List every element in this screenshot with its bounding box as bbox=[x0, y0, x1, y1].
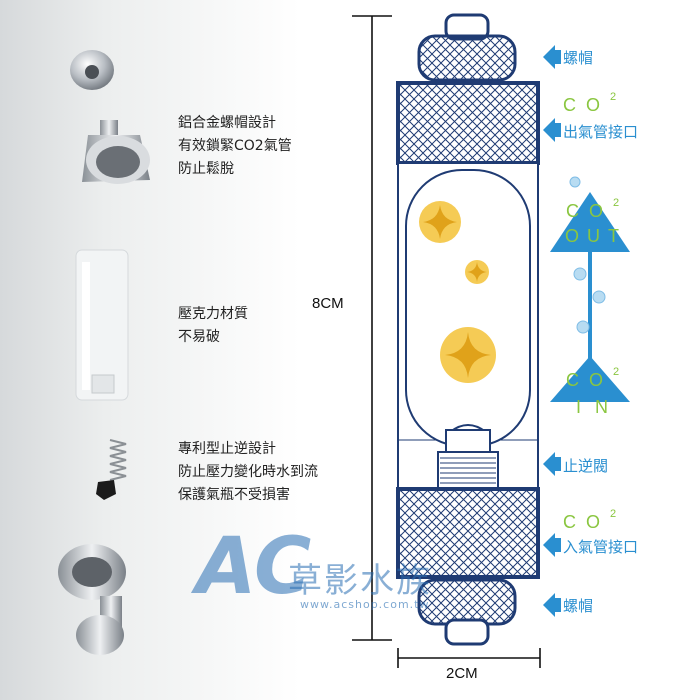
co2-text: CO bbox=[566, 370, 613, 390]
feature-body-text: 壓克力材質 不易破 bbox=[178, 303, 248, 349]
feature-valve-line: 專利型止逆設計 bbox=[178, 441, 276, 457]
diffuser-diagram bbox=[396, 13, 540, 646]
co2-flow-arrow bbox=[550, 176, 630, 402]
width-dimension-label: 2CM bbox=[446, 665, 478, 682]
watermark-logo: AC bbox=[196, 522, 312, 612]
feature-valve-line: 保護氣瓶不受損害 bbox=[178, 487, 290, 503]
feature-cap-line: 有效鎖緊CO2氣管 bbox=[178, 138, 292, 154]
feature-body-line: 不易破 bbox=[178, 329, 220, 345]
height-dimension-line bbox=[352, 15, 392, 641]
height-dimension-label: 8CM bbox=[312, 295, 344, 312]
label-check-valve: 止逆閥 bbox=[563, 457, 609, 475]
product-photo-background bbox=[0, 0, 300, 700]
watermark-url: www.acshop.com.tw bbox=[300, 598, 430, 611]
label-inlet: 入氣管接口 bbox=[563, 538, 639, 556]
inlet-co2-label: CO2 bbox=[563, 508, 616, 533]
spring-part bbox=[109, 439, 127, 481]
outlet-co2-label: CO2 bbox=[563, 91, 616, 116]
bottom-nipple bbox=[444, 618, 490, 646]
nut-part-top bbox=[82, 120, 150, 184]
co2-text: CO bbox=[566, 201, 613, 221]
co2-text: CO bbox=[563, 95, 610, 115]
bottom-nut bbox=[396, 487, 540, 579]
acrylic-tube-part bbox=[75, 249, 129, 401]
flow-arrow-base-triangle bbox=[550, 356, 630, 402]
top-nut bbox=[396, 81, 540, 165]
flow-in-label: IN bbox=[576, 397, 622, 417]
label-cap-bottom: 螺帽 bbox=[563, 597, 594, 615]
label-outlet: 出氣管接口 bbox=[563, 123, 639, 141]
nut-part-bottom bbox=[58, 544, 126, 655]
co2-text: CO bbox=[563, 512, 610, 532]
feature-cap-text: 鋁合金螺帽設計 有效鎖緊CO2氣管 防止鬆脫 bbox=[178, 112, 292, 181]
flow-out-co2-label: CO2 bbox=[566, 197, 619, 222]
label-arrows bbox=[543, 45, 561, 617]
co2-subscript: 2 bbox=[610, 91, 617, 103]
feature-cap-line: 鋁合金螺帽設計 bbox=[178, 115, 276, 131]
product-parts-photo bbox=[58, 50, 150, 655]
feature-body-line: 壓克力材質 bbox=[178, 306, 248, 322]
rubber-valve-part bbox=[96, 480, 116, 500]
flow-arrow-up-triangle bbox=[550, 192, 630, 252]
flow-in-co2-label: CO2 bbox=[566, 366, 619, 391]
watermark-brand: 草影水族 bbox=[288, 561, 432, 601]
check-valve-part bbox=[437, 424, 499, 489]
label-cap-top: 螺帽 bbox=[563, 49, 594, 67]
flow-out-label: OUT bbox=[565, 226, 627, 246]
co2-subscript: 2 bbox=[613, 197, 620, 209]
co2-subscript: 2 bbox=[610, 508, 617, 520]
bottom-cap bbox=[417, 578, 517, 626]
feature-valve-line: 防止壓力變化時水到流 bbox=[178, 464, 318, 480]
feature-cap-line: 防止鬆脫 bbox=[178, 161, 234, 177]
feature-valve-text: 專利型止逆設計 防止壓力變化時水到流 保護氣瓶不受損害 bbox=[178, 438, 318, 507]
top-cap bbox=[417, 34, 517, 82]
co2-subscript: 2 bbox=[613, 366, 620, 378]
width-dimension-line bbox=[397, 648, 541, 668]
